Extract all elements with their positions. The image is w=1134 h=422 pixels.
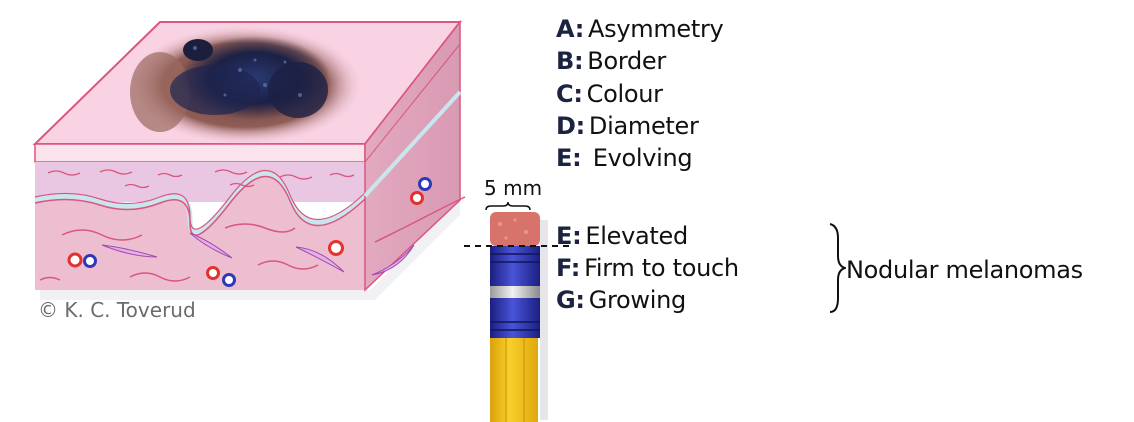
- criterion-key: D:: [556, 112, 585, 140]
- nodular-melanomas-label: Nodular melanomas: [846, 256, 1083, 284]
- criterion-label: Firm to touch: [584, 254, 739, 282]
- criterion-key: A:: [556, 15, 585, 43]
- criterion-label: Elevated: [585, 222, 688, 250]
- criterion-growing: G:Growing: [556, 286, 686, 314]
- pencil-illustration: [464, 201, 570, 422]
- red-blood-cell-icon: [410, 191, 424, 205]
- red-blood-cell-icon: [328, 240, 344, 256]
- melanoma-lesion: [127, 25, 363, 145]
- size-label: 5 mm: [484, 176, 543, 200]
- red-blood-cell-icon: [67, 252, 83, 268]
- criterion-label: Asymmetry: [588, 15, 724, 43]
- curly-brace-icon: [829, 223, 846, 313]
- criterion-diameter: D:Diameter: [556, 112, 699, 140]
- criterion-key: E:: [556, 144, 582, 172]
- criterion-label: Colour: [586, 80, 663, 108]
- criterion-elevated: E:Elevated: [556, 222, 688, 250]
- criterion-key: G:: [556, 286, 585, 314]
- criterion-label: Diameter: [588, 112, 699, 140]
- criterion-key: E:: [556, 222, 582, 250]
- eraser: [490, 212, 540, 246]
- criterion-key: C:: [556, 80, 583, 108]
- criterion-label: Growing: [588, 286, 687, 314]
- image-credit: © K. C. Toverud: [38, 298, 196, 322]
- blue-cell-icon: [83, 254, 97, 268]
- blue-cell-icon: [418, 177, 432, 191]
- skin-cross-section-illustration: [32, 19, 466, 300]
- criterion-key: B:: [556, 47, 584, 75]
- criterion-border: B:Border: [556, 47, 666, 75]
- criterion-label: Border: [587, 47, 666, 75]
- criterion-colour: C:Colour: [556, 80, 663, 108]
- criterion-asymmetry: A:Asymmetry: [556, 15, 724, 43]
- blue-cell-icon: [222, 273, 236, 287]
- criterion-firm: F:Firm to touch: [556, 254, 739, 282]
- criterion-label: Evolving: [585, 144, 693, 172]
- red-blood-cell-icon: [206, 266, 220, 280]
- criterion-key: F:: [556, 254, 581, 282]
- criterion-evolving: E: Evolving: [556, 144, 693, 172]
